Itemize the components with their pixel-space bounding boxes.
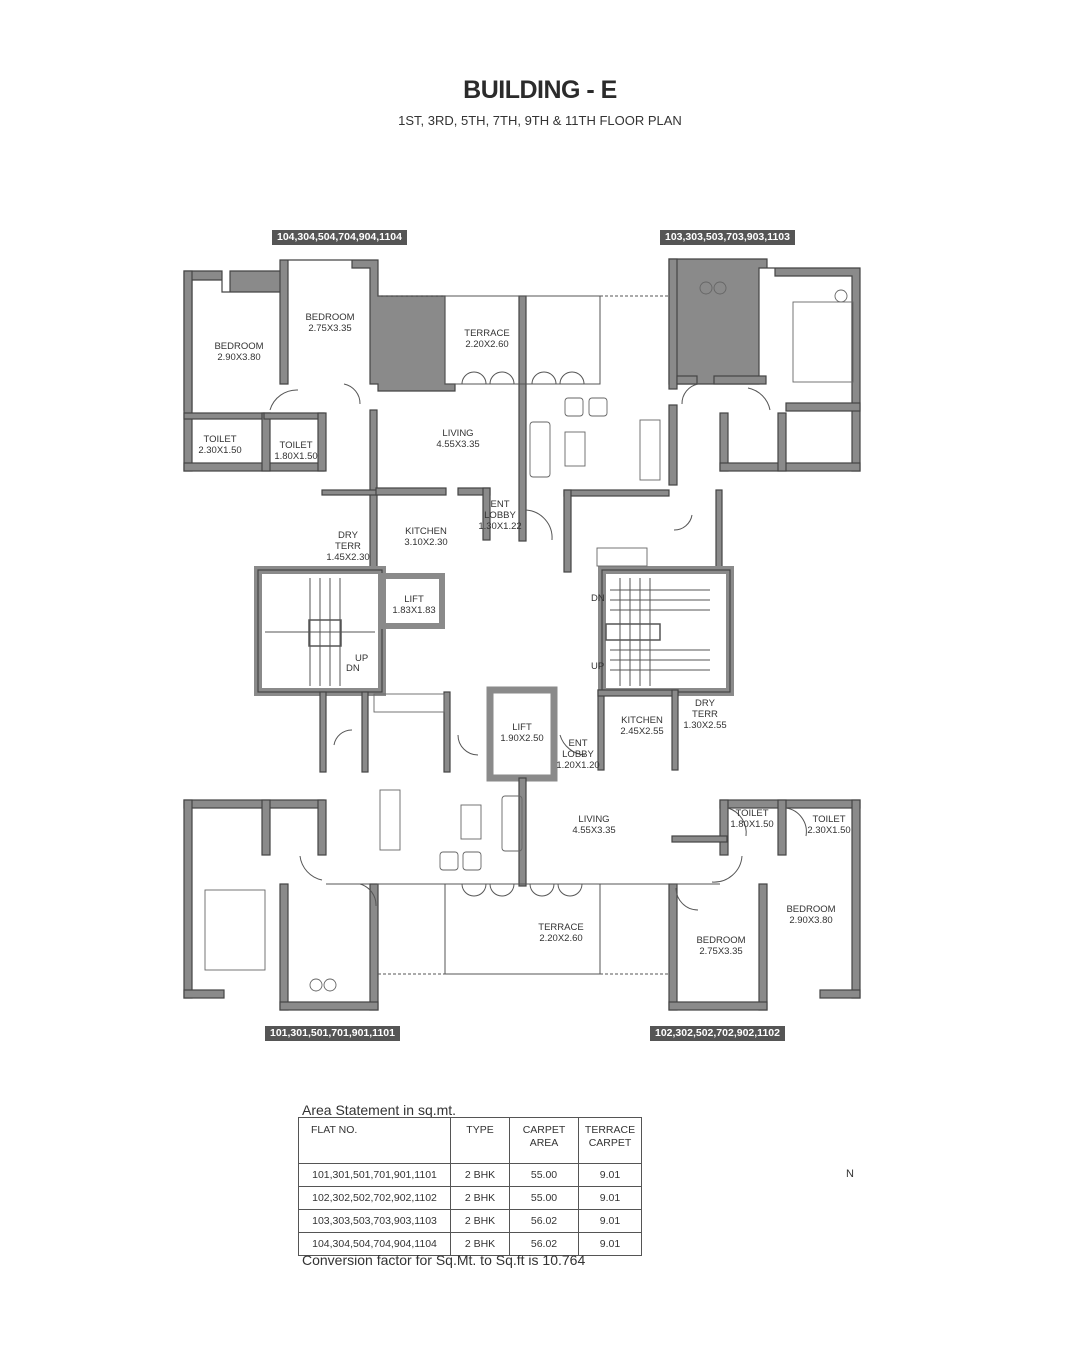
compass-icon: [862, 1159, 892, 1189]
cell-terrace-carpet: 9.01: [578, 1186, 642, 1210]
cell-flat-no: 104,304,504,704,904,1104: [298, 1232, 451, 1256]
unit-tag-top-left: 104,304,504,704,904,1104: [272, 230, 407, 245]
unit-tag-bottom-right: 102,302,502,702,902,1102: [650, 1026, 785, 1041]
cell-type: 2 BHK: [450, 1163, 510, 1187]
table-row: 102,302,502,702,902,1102 2 BHK 55.00 9.0…: [298, 1186, 642, 1210]
stair-right-up-label: UP: [591, 661, 605, 672]
stair-left-up-label: UP: [355, 653, 369, 664]
plan-title: BUILDING - E: [463, 76, 617, 104]
conversion-note: Conversion factor for Sq.Mt. to Sq.ft is…: [302, 1252, 586, 1268]
cell-carpet-area: 55.00: [509, 1186, 579, 1210]
cell-carpet-area: 56.02: [509, 1209, 579, 1233]
cell-type: 2 BHK: [450, 1209, 510, 1233]
header-type: TYPE: [450, 1117, 510, 1164]
header-terrace-carpet: TERRACE CARPET: [578, 1117, 642, 1164]
table-row: 101,301,501,701,901,1101 2 BHK 55.00 9.0…: [298, 1163, 642, 1187]
table-row: 103,303,503,703,903,1103 2 BHK 56.02 9.0…: [298, 1209, 642, 1233]
stair-right-dn-label: DN: [591, 593, 605, 604]
cell-carpet-area: 56.02: [509, 1232, 579, 1256]
cell-terrace-carpet: 9.01: [578, 1209, 642, 1233]
cell-flat-no: 103,303,503,703,903,1103: [298, 1209, 451, 1233]
header-flat-no: FLAT NO.: [298, 1117, 451, 1164]
table-row: 104,304,504,704,904,1104 2 BHK 56.02 9.0…: [298, 1232, 642, 1256]
cell-flat-no: 101,301,501,701,901,1101: [298, 1163, 451, 1187]
area-statement-table: FLAT NO. TYPE CARPET AREA TERRACE CARPET…: [298, 1117, 642, 1256]
compass-north-label: N: [846, 1168, 854, 1180]
area-statement-title: Area Statement in sq.mt.: [302, 1102, 457, 1118]
stair-left-dn-label: DN: [346, 663, 360, 674]
table-header-row: FLAT NO. TYPE CARPET AREA TERRACE CARPET: [298, 1117, 642, 1164]
cell-flat-no: 102,302,502,702,902,1102: [298, 1186, 451, 1210]
unit-tag-top-right: 103,303,503,703,903,1103: [660, 230, 795, 245]
cell-type: 2 BHK: [450, 1186, 510, 1210]
floor-plan-drawing: [183, 258, 861, 1011]
cell-terrace-carpet: 9.01: [578, 1163, 642, 1187]
unit-tag-bottom-left: 101,301,501,701,901,1101: [265, 1026, 400, 1041]
cell-terrace-carpet: 9.01: [578, 1232, 642, 1256]
header-carpet-area: CARPET AREA: [509, 1117, 579, 1164]
plan-subtitle: 1ST, 3RD, 5TH, 7TH, 9TH & 11TH FLOOR PLA…: [398, 113, 682, 128]
cell-carpet-area: 55.00: [509, 1163, 579, 1187]
